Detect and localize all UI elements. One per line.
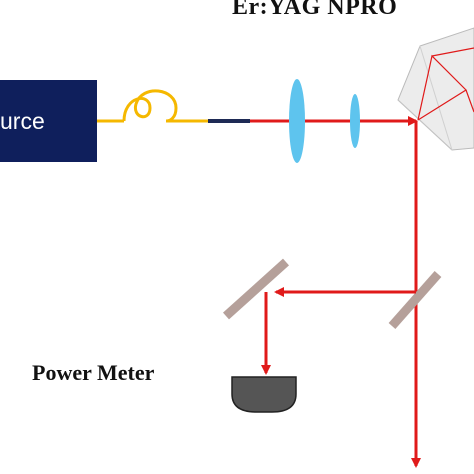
power-meter-head-icon	[231, 376, 297, 413]
mirror-icon	[388, 271, 442, 329]
fiber-loop-icon	[122, 89, 178, 123]
power-meter-label: Power Meter	[32, 360, 155, 385]
mirror-icon	[222, 258, 290, 320]
lens-icon	[350, 94, 360, 148]
pump-source-label: urce	[0, 108, 45, 134]
npro-label: Er:YAG NPRO	[232, 0, 398, 20]
npro-crystal-icon	[397, 27, 474, 151]
lens-icon	[289, 79, 305, 163]
pump-source-box	[0, 80, 97, 162]
